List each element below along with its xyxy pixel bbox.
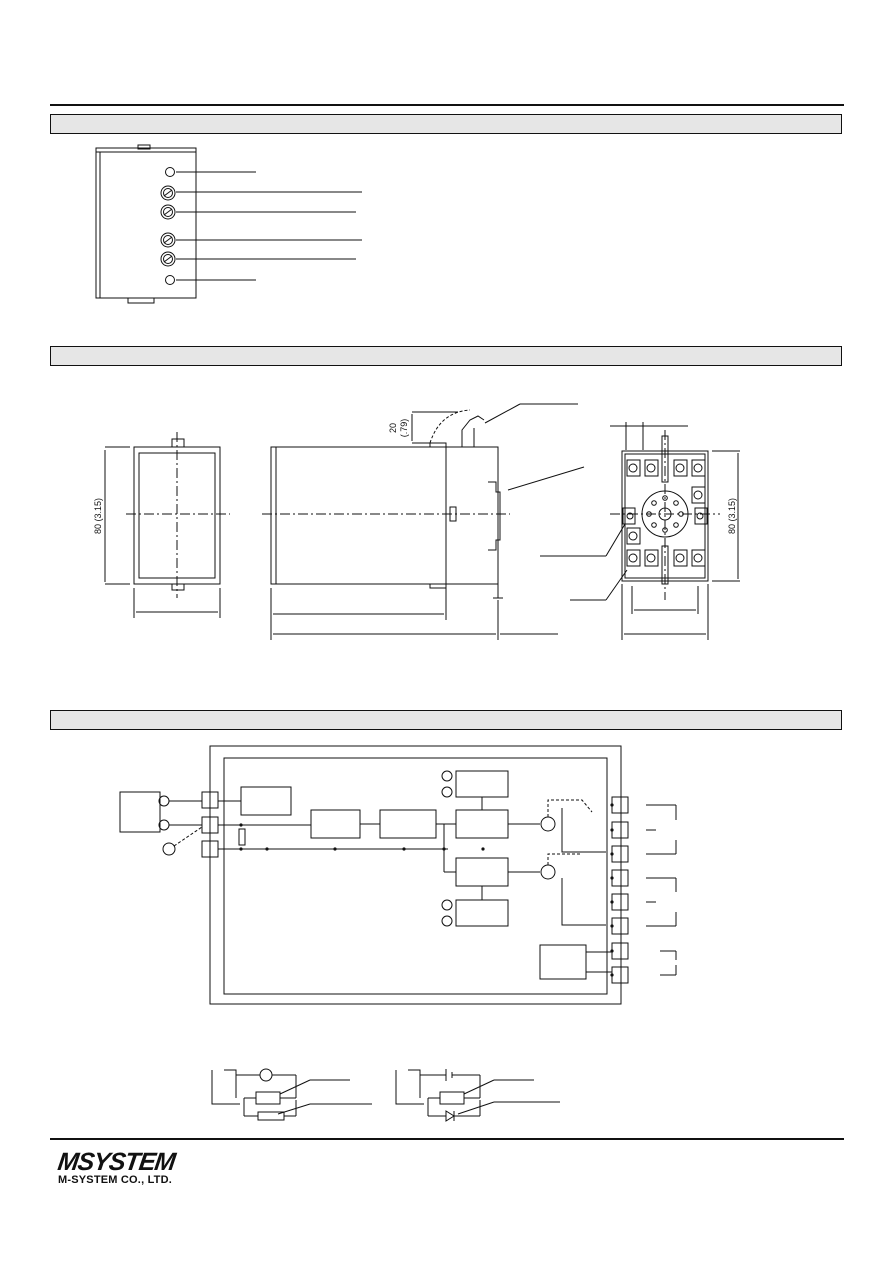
company-logo: MSYSTEM M-SYSTEM CO., LTD. <box>56 1148 177 1186</box>
junction-dots <box>239 803 614 977</box>
sensor-wiring-examples <box>211 1068 560 1122</box>
rail-clearance-label: 20 <box>388 423 398 433</box>
socket-view-drawing <box>540 422 740 640</box>
side-view-drawing <box>262 403 585 640</box>
connection-diagram <box>119 745 677 1005</box>
socket-height-label: 80 (3.15) <box>727 498 737 534</box>
section-header-connection-diagram <box>50 710 842 730</box>
bottom-rule <box>50 1138 844 1140</box>
section-header-dimensions <box>50 346 842 366</box>
top-rule <box>50 104 844 106</box>
front-view-drawing <box>104 432 230 618</box>
logo-wordmark: MSYSTEM <box>56 1148 177 1176</box>
front-height-label: 80 (3.15) <box>93 498 103 534</box>
rail-clearance-inch-label: (.79) <box>399 419 409 438</box>
section-header-front-panel <box>50 114 842 134</box>
front-panel-drawing <box>95 144 362 304</box>
company-name: M-SYSTEM CO., LTD. <box>58 1174 173 1186</box>
